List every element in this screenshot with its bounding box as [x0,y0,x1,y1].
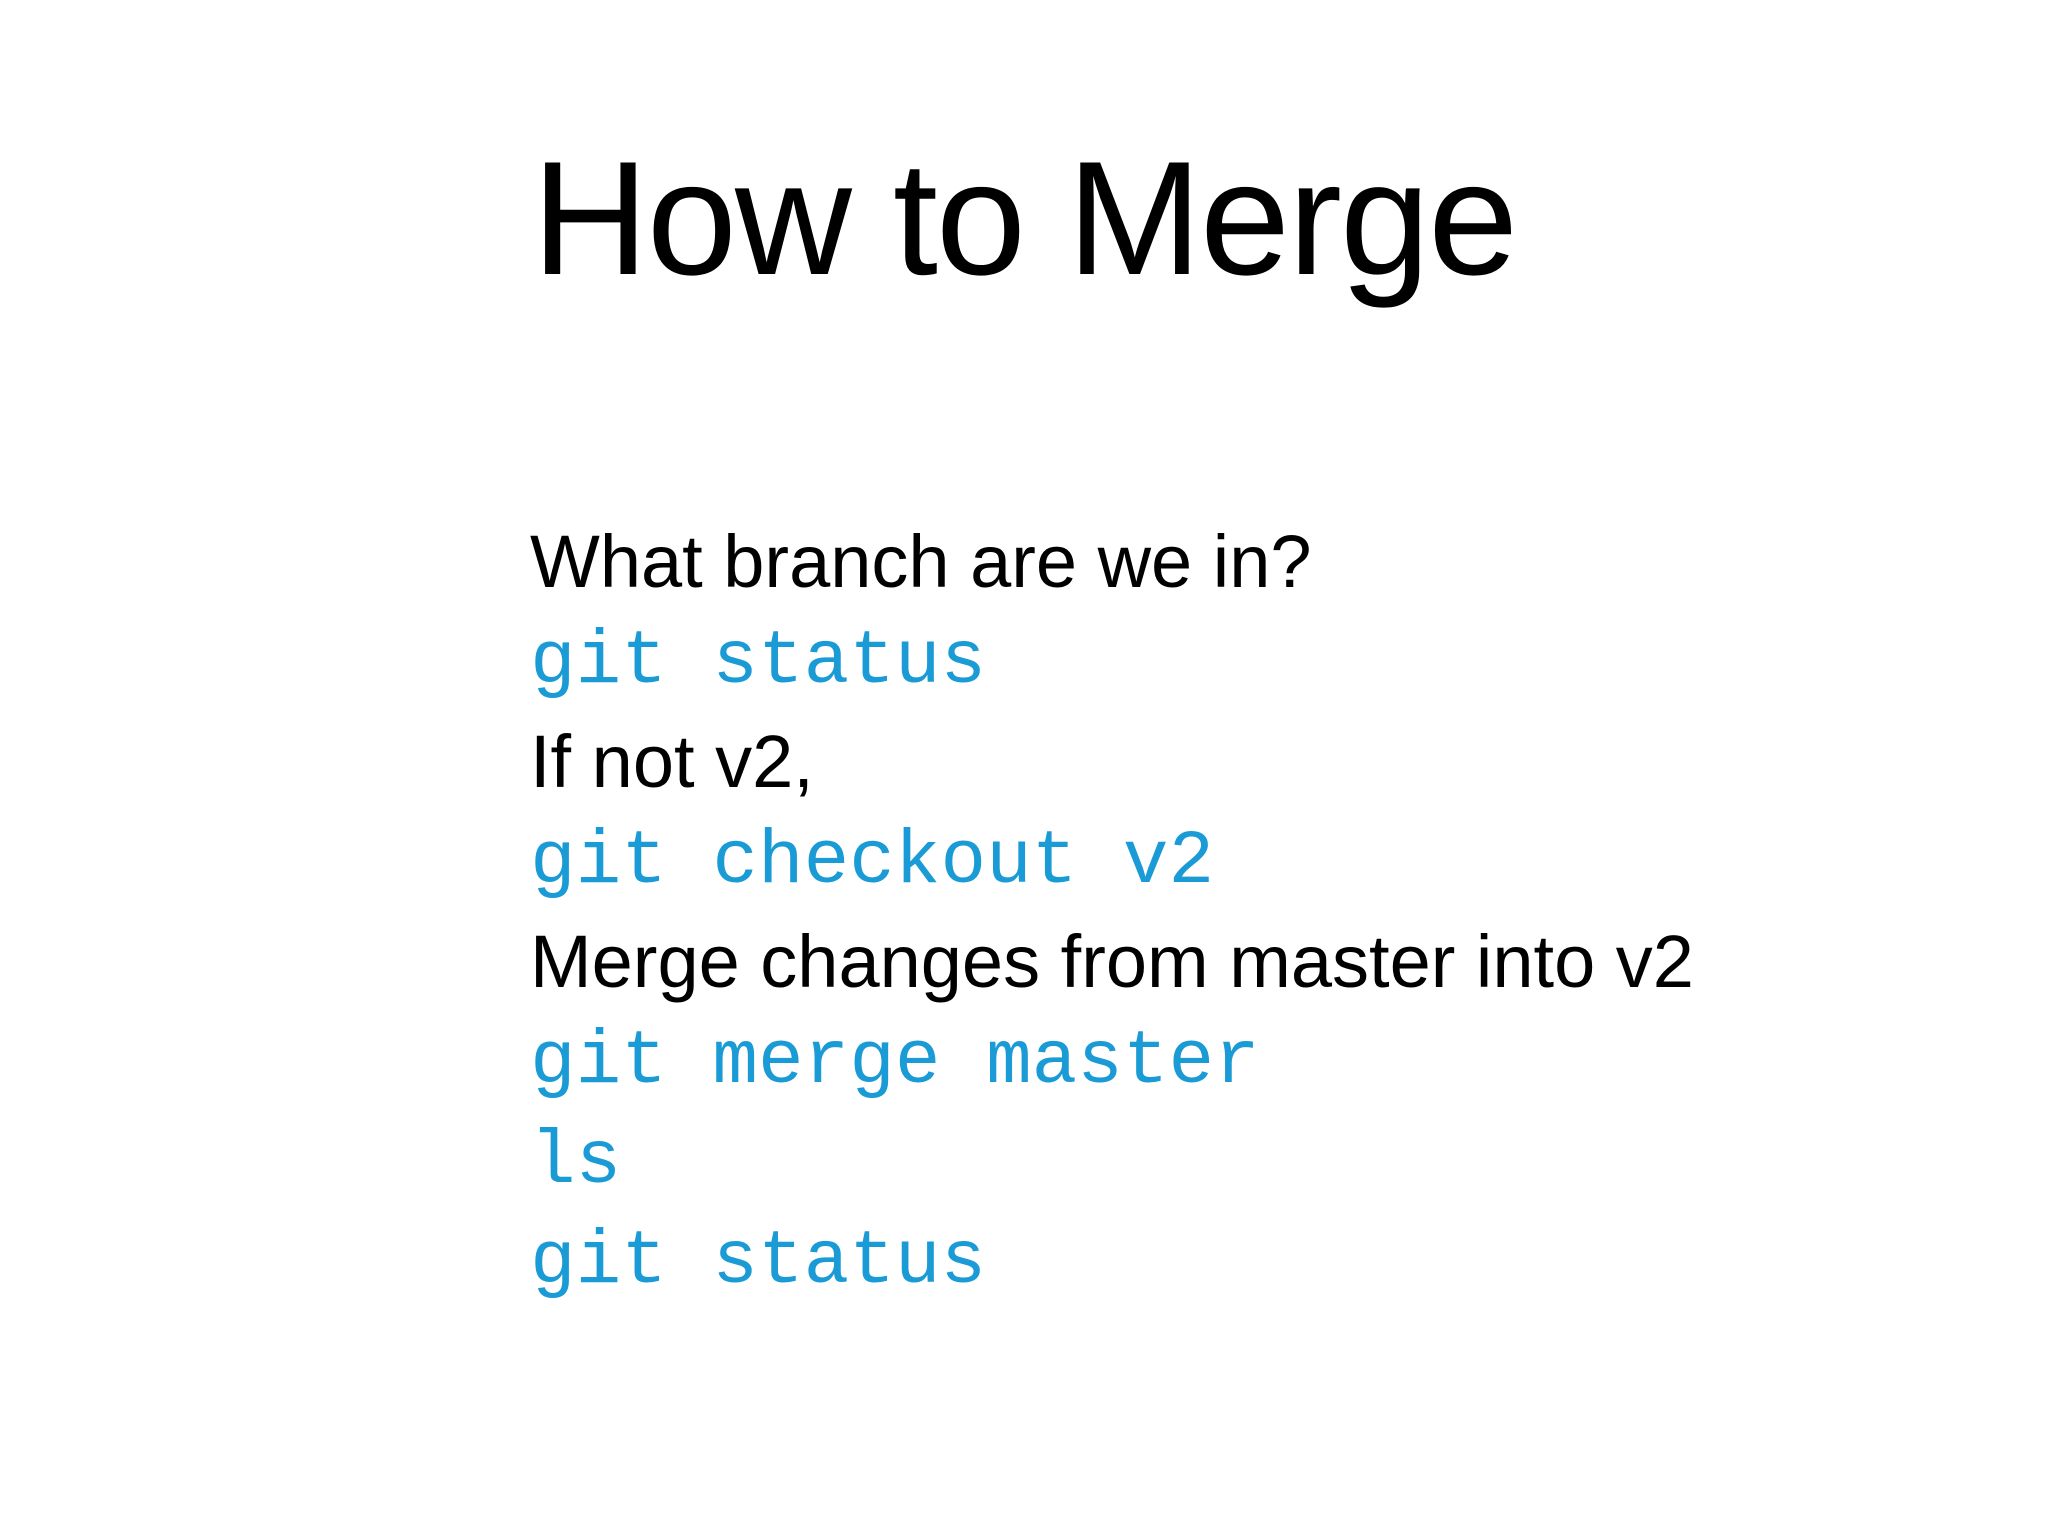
slide-body: What branch are we in? git status If not v… [530,512,1930,1312]
text-line: What branch are we in? [530,520,1312,603]
code-line: git status [530,1219,987,1305]
slide-title: How to Merge [531,128,1518,309]
text-line: If not v2, [530,720,814,803]
code-line: git status [530,619,987,705]
code-line: git merge master [530,1019,1260,1105]
text-line: Merge changes from master into v2 [530,920,1694,1003]
code-line: git checkout v2 [530,819,1215,905]
code-line: ls [530,1119,622,1205]
